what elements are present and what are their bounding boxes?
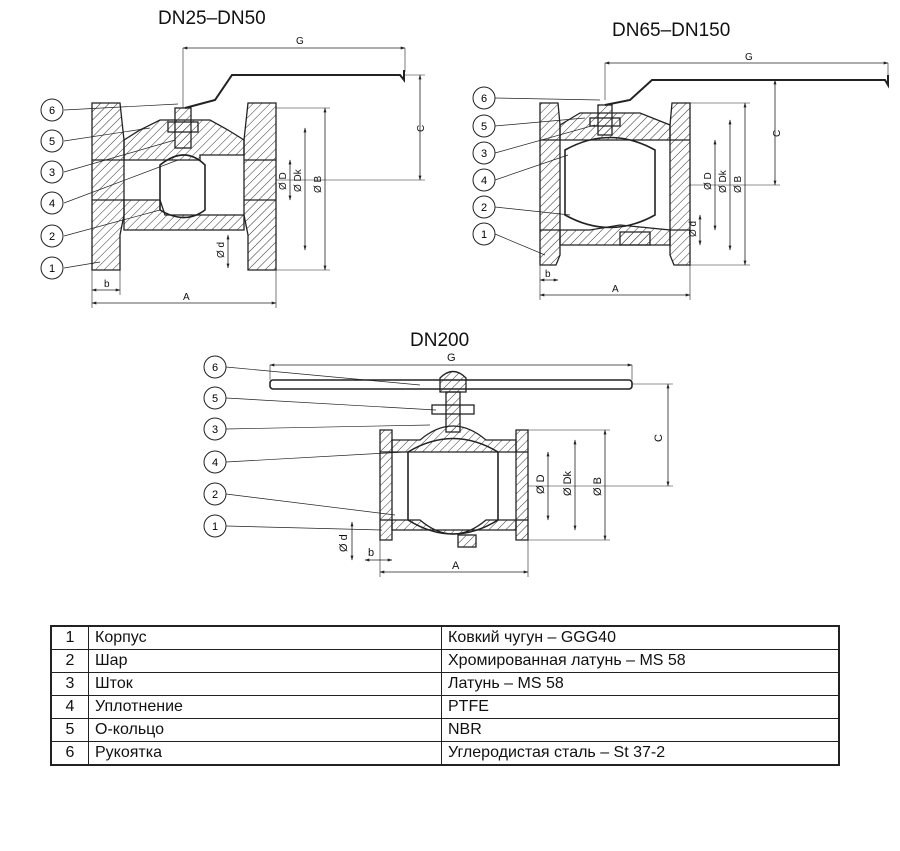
callout-1: 1 [481,229,487,241]
dim-c: C [653,434,665,442]
dim-small-b: b [104,279,110,290]
dim-b: Ø B [592,477,604,496]
dim-dk: Ø Dk [293,168,304,192]
table-row: 6 Рукоятка Углеродистая сталь – St 37-2 [50,741,840,766]
part-material: Латунь – MS 58 [441,672,840,696]
dim-a: A [452,560,460,572]
part-name: Рукоятка [88,741,442,766]
part-number: 6 [50,741,89,766]
part-material: Углеродистая сталь – St 37-2 [441,741,840,766]
callout-2: 2 [49,231,55,243]
callout-2: 2 [481,202,487,214]
dim-d: Ø D [535,474,547,494]
dim-small-d: Ø d [216,242,227,258]
table-row: 4 Уплотнение PTFE [50,695,840,719]
part-name: Шар [88,649,442,673]
dim-g: G [745,52,753,63]
dim-small-b: b [368,547,374,559]
dim-b: Ø B [313,175,324,193]
callout-5: 5 [212,393,218,405]
dim-labels-dn200: G C Ø D Ø Dk Ø B Ø d A b [338,352,665,572]
dim-a: A [612,284,619,295]
callout-6: 6 [481,93,487,105]
callout-1: 1 [212,521,218,533]
callout-1: 1 [49,263,55,275]
part-number: 1 [50,625,89,650]
callout-3: 3 [49,167,55,179]
callout-4: 4 [481,175,487,187]
part-number: 2 [50,649,89,673]
valve-dn25-dn50 [63,46,425,308]
part-number: 5 [50,718,89,742]
table-row: 3 Шток Латунь – MS 58 [50,672,840,696]
title-dn65-dn150: DN65–DN150 [612,20,731,41]
part-material: PTFE [441,695,840,719]
callouts-dn25-dn50: 6 5 3 4 2 1 [40,98,64,280]
part-number: 4 [50,695,89,719]
part-number: 3 [50,672,89,696]
dim-small-d: Ø d [688,221,699,237]
part-material: NBR [441,718,840,742]
part-name: Шток [88,672,442,696]
part-material: Хромированная латунь – MS 58 [441,649,840,673]
callout-3: 3 [212,424,218,436]
callout-4: 4 [49,198,55,210]
valve-dn200 [225,363,673,577]
title-dn200: DN200 [410,330,470,351]
valve-drawings: 6 5 3 4 2 1 G C Ø D Ø Dk Ø B Ø d A b [40,36,889,577]
callout-6: 6 [49,105,55,117]
dim-d: Ø D [278,172,289,190]
table-row: 5 О-кольцо NBR [50,718,840,742]
dim-d: Ø D [703,172,714,190]
callout-4: 4 [212,457,218,469]
callouts-dn65-dn150: 6 5 3 4 2 1 [472,86,496,246]
dim-c: C [772,130,783,137]
callout-2: 2 [212,489,218,501]
part-name: Уплотнение [88,695,442,719]
dim-small-b: b [545,269,551,280]
parts-table: 1 Корпус Ковкий чугун – GGG40 2 Шар Хром… [50,625,840,766]
dim-g: G [296,36,304,47]
dim-labels-dn25-dn50: G C Ø D Ø Dk Ø B Ø d A b [104,36,427,303]
dim-labels-dn65-dn150: G C Ø D Ø Dk Ø B Ø d A b [545,52,783,295]
table-row: 1 Корпус Ковкий чугун – GGG40 [50,625,840,650]
callout-5: 5 [481,121,487,133]
part-name: Корпус [88,625,442,650]
dim-dk: Ø Dk [562,470,574,496]
table-row: 2 Шар Хромированная латунь – MS 58 [50,649,840,673]
part-name: О-кольцо [88,718,442,742]
dim-a: A [183,292,190,303]
callout-6: 6 [212,362,218,374]
dim-small-d: Ø d [338,534,350,552]
callouts-dn200: 6 5 3 4 2 1 [203,355,227,538]
dim-dk: Ø Dk [718,169,729,193]
title-dn25-dn50: DN25–DN50 [158,8,266,29]
dim-b: Ø B [733,175,744,193]
callout-3: 3 [481,148,487,160]
valve-dn65-dn150 [494,61,889,300]
dim-g: G [447,352,456,364]
dim-c: C [416,125,427,132]
part-material: Ковкий чугун – GGG40 [441,625,840,650]
callout-5: 5 [49,136,55,148]
